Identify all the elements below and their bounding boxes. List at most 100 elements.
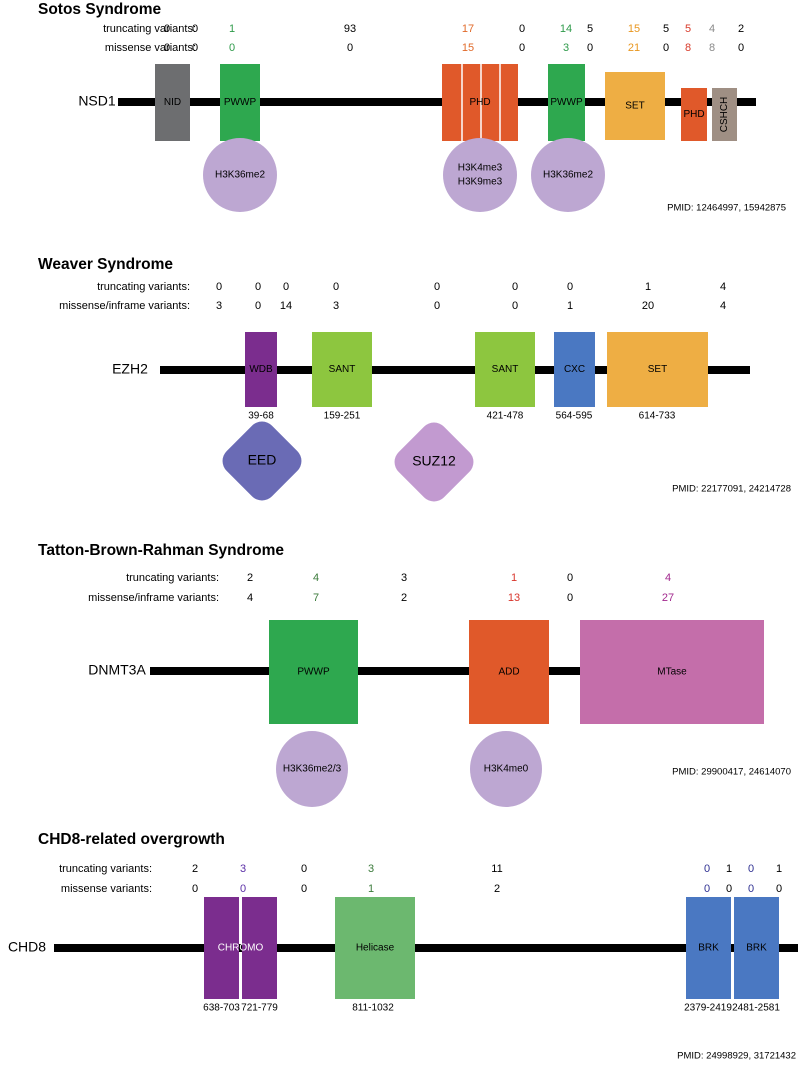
truncating-label: truncating variants:: [59, 863, 152, 875]
truncating-count: 5: [587, 23, 593, 35]
domain-box: [469, 620, 549, 724]
truncating-count: 4: [665, 572, 671, 584]
domain-label: SET: [648, 364, 667, 375]
missense-count: 0: [519, 42, 525, 54]
domain-label: SET: [625, 101, 644, 112]
truncating-count: 1: [511, 572, 517, 584]
histone-mark-bubble: [203, 138, 277, 212]
domain-label: Helicase: [356, 943, 395, 954]
truncating-count: 3: [368, 863, 374, 875]
missense-count: 0: [434, 300, 440, 312]
domain-box: [475, 332, 535, 407]
missense-count: 7: [313, 592, 319, 604]
missense-label: missense variants:: [61, 883, 152, 895]
truncating-count: 3: [401, 572, 407, 584]
truncating-count: 0: [567, 281, 573, 293]
domain-box: [312, 332, 372, 407]
missense-count: 0: [663, 42, 669, 54]
domain-box: [580, 620, 764, 724]
protein-backbone: [160, 366, 750, 374]
histone-mark-bubble: [531, 138, 605, 212]
truncating-count: 0: [704, 863, 710, 875]
protein-backbone: [54, 944, 798, 952]
domain-range: 39-68: [248, 411, 274, 422]
histone-mark-bubble: [443, 138, 517, 212]
histone-mark-label: H3K36me2: [543, 170, 593, 181]
truncating-count: 0: [333, 281, 339, 293]
domain-range: 811-1032: [352, 1003, 394, 1014]
missense-count: 0: [748, 883, 754, 895]
missense-count: 0: [229, 42, 235, 54]
truncating-label: truncating variants:: [97, 281, 190, 293]
domain-box: [335, 897, 415, 999]
domain-label: BRK: [746, 943, 767, 954]
histone-mark-label: H3K4me3: [458, 163, 503, 174]
missense-count: 0: [192, 42, 198, 54]
missense-count: 0: [192, 883, 198, 895]
section-4: CHD8-related overgrowth truncating varian…: [8, 831, 798, 1062]
missense-count: 21: [628, 42, 640, 54]
domain-label: CSHCH: [719, 97, 730, 133]
domain-range: 159-251: [324, 411, 361, 422]
missense-count: 0: [164, 42, 170, 54]
section-title: Sotos Syndrome: [38, 1, 162, 18]
missense-count: 8: [685, 42, 691, 54]
binding-partner-shape: [394, 422, 474, 502]
missense-count: 2: [494, 883, 500, 895]
truncating-count: 5: [663, 23, 669, 35]
gene-name: CHD8: [8, 939, 46, 955]
histone-mark-label: H3K36me2: [215, 170, 265, 181]
domain-box: [220, 64, 260, 141]
section-1: Sotos Syndrome truncating variants: missen…: [38, 1, 786, 213]
truncating-count: 0: [519, 23, 525, 35]
missense-count: 3: [216, 300, 222, 312]
truncating-count: 1: [229, 23, 235, 35]
domain-box: [242, 897, 277, 999]
missense-count: 3: [563, 42, 569, 54]
domain-box: [269, 620, 358, 724]
domain-box: [204, 897, 239, 999]
pmid-reference: PMID: 29900417, 24614070: [672, 767, 791, 778]
domain-label: CHROMO: [218, 943, 264, 954]
histone-mark-label: H3K4me0: [484, 764, 529, 775]
truncating-count: 11: [491, 863, 502, 875]
missense-count: 0: [704, 883, 710, 895]
section-title: CHD8-related overgrowth: [38, 831, 225, 848]
missense-count: 0: [512, 300, 518, 312]
truncating-count: 93: [344, 23, 356, 35]
missense-count: 0: [240, 883, 246, 895]
histone-mark-label: H3K36me2/3: [283, 764, 342, 775]
pmid-reference: PMID: 22177091, 24214728: [672, 484, 791, 495]
missense-count: 2: [401, 592, 407, 604]
domain-box: [607, 332, 708, 407]
missense-count: 4: [247, 592, 253, 604]
missense-count: 3: [333, 300, 339, 312]
pmid-reference: PMID: 24998929, 31721432: [677, 1051, 796, 1062]
missense-label: missense variants:: [105, 42, 196, 54]
missense-count: 0: [726, 883, 732, 895]
section-title: Tatton-Brown-Rahman Syndrome: [38, 542, 284, 559]
domain-range: 721-779: [241, 1003, 278, 1014]
domain-label: SANT: [492, 364, 519, 375]
truncating-count: 4: [720, 281, 726, 293]
domain-label: WDB: [249, 364, 273, 375]
missense-count: 15: [462, 42, 474, 54]
protein-backbone: [150, 667, 764, 675]
protein-backbone: [118, 98, 756, 106]
gene-name: DNMT3A: [88, 662, 146, 678]
binding-partner-shape: [222, 421, 302, 501]
truncating-count: 2: [192, 863, 198, 875]
domain-range: 564-595: [556, 411, 593, 422]
domain-label: ADD: [498, 667, 519, 678]
missense-count: 0: [776, 883, 782, 895]
truncating-count: 4: [709, 23, 715, 35]
pmid-reference: PMID: 12464997, 15942875: [667, 203, 786, 214]
missense-label: missense/inframe variants:: [88, 592, 219, 604]
domain-range: 421-478: [487, 411, 524, 422]
missense-count: 0: [587, 42, 593, 54]
truncating-label: truncating variants:: [103, 23, 196, 35]
missense-count: 13: [508, 592, 520, 604]
